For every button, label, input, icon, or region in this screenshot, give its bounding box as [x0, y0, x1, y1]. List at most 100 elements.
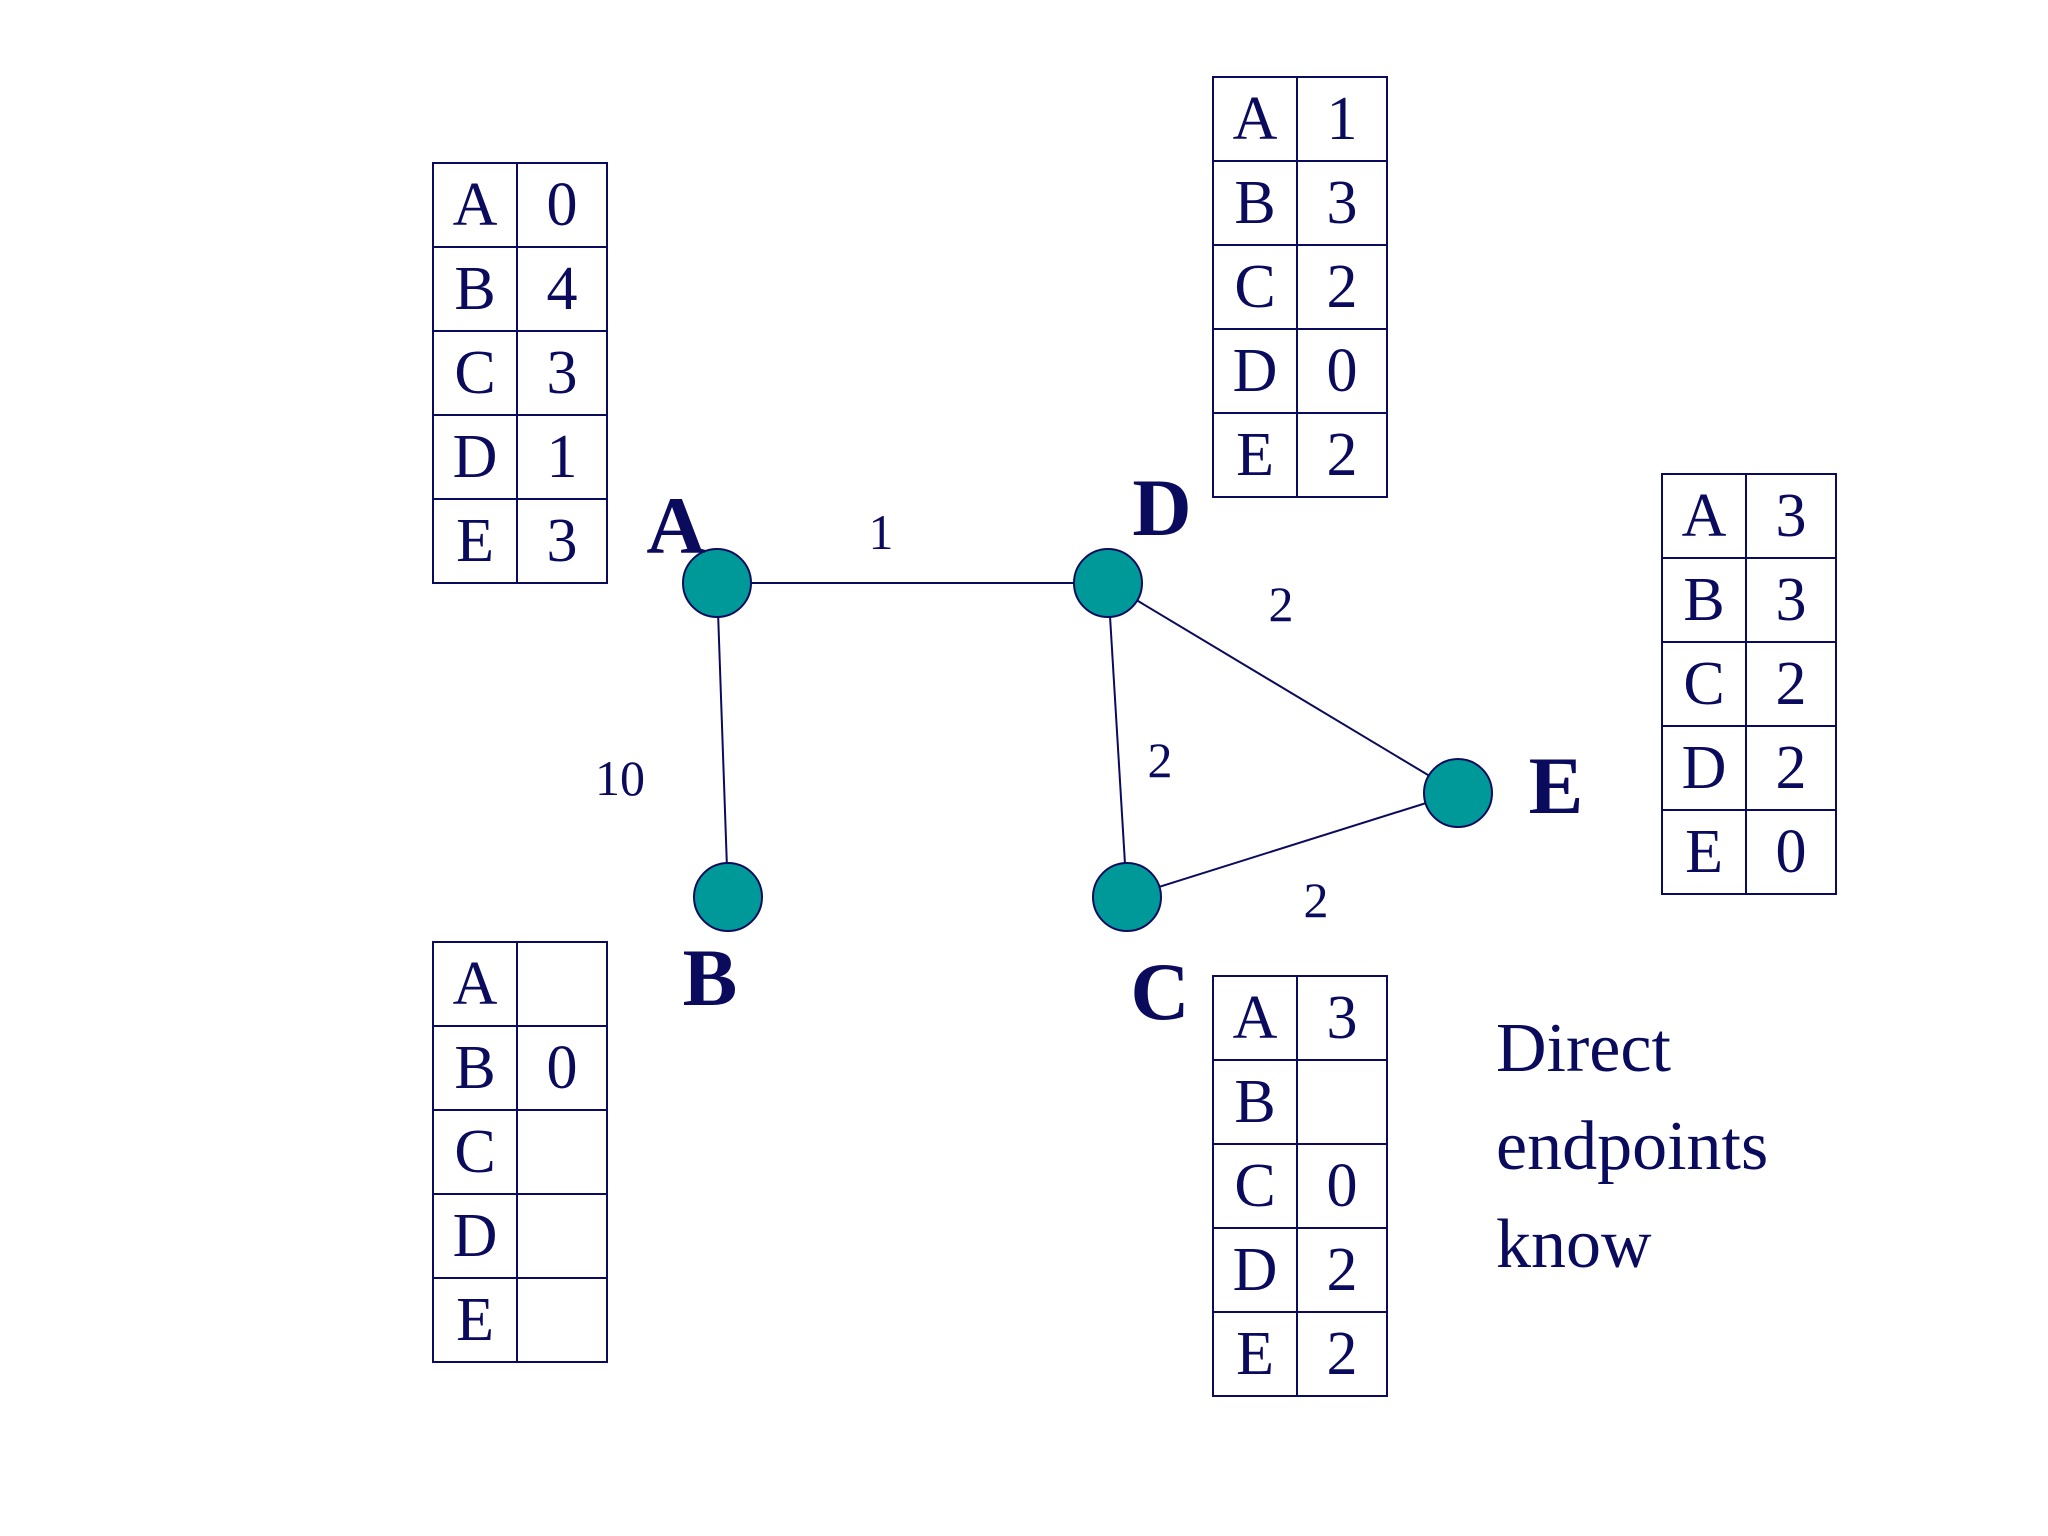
- cost-cell: [516, 1193, 608, 1279]
- destination-cell: C: [1212, 244, 1298, 330]
- cost-cell: 1: [1296, 76, 1388, 162]
- destination-cell: D: [432, 414, 518, 500]
- destination-cell: D: [432, 1193, 518, 1279]
- node-label-d: D: [1132, 462, 1192, 553]
- cost-cell: 1: [516, 414, 608, 500]
- cost-cell: 2: [1745, 641, 1837, 727]
- cost-cell: 3: [516, 330, 608, 416]
- destination-cell: B: [1212, 160, 1298, 246]
- edge-c-e: [1126, 792, 1459, 898]
- cost-cell: 3: [1296, 160, 1388, 246]
- note-line-2: endpoints: [1496, 1108, 1769, 1185]
- destination-cell: E: [1212, 412, 1298, 498]
- table-row: B: [1212, 1059, 1388, 1145]
- edge-a-b: [716, 582, 729, 898]
- cost-cell: 4: [516, 246, 608, 332]
- destination-cell: C: [1661, 641, 1747, 727]
- node-b: [693, 862, 763, 932]
- cost-cell: [1296, 1059, 1388, 1145]
- node-label-b: B: [682, 932, 738, 1023]
- cost-cell: 0: [1296, 328, 1388, 414]
- destination-cell: B: [432, 1025, 518, 1111]
- destination-cell: D: [1661, 725, 1747, 811]
- edge-weight-a-b: 10: [595, 750, 645, 806]
- edge-weight-a-d: 1: [868, 504, 894, 560]
- cost-cell: 3: [1745, 473, 1837, 559]
- edge-d-e: [1107, 582, 1459, 794]
- node-d: [1073, 548, 1143, 618]
- cost-cell: 3: [1296, 975, 1388, 1061]
- cost-cell: 2: [1296, 1311, 1388, 1397]
- note-line-3: know: [1496, 1206, 1652, 1283]
- edge-d-c: [1107, 582, 1128, 898]
- destination-cell: E: [1212, 1311, 1298, 1397]
- cost-cell: 2: [1296, 244, 1388, 330]
- node-c: [1092, 862, 1162, 932]
- cost-cell: [516, 1277, 608, 1363]
- table-row: A: [432, 941, 608, 1027]
- destination-cell: D: [1212, 328, 1298, 414]
- cost-cell: 2: [1296, 412, 1388, 498]
- note-text: Direct endpoints know: [1496, 1000, 1768, 1294]
- cost-cell: [516, 941, 608, 1027]
- cost-cell: 0: [516, 1025, 608, 1111]
- node-e: [1423, 758, 1493, 828]
- destination-cell: A: [432, 162, 518, 248]
- cost-cell: 3: [516, 498, 608, 584]
- destination-cell: C: [432, 1109, 518, 1195]
- cost-cell: 2: [1296, 1227, 1388, 1313]
- cost-cell: 2: [1745, 725, 1837, 811]
- node-label-c: C: [1130, 946, 1190, 1037]
- node-a: [682, 548, 752, 618]
- cost-cell: 0: [1745, 809, 1837, 895]
- destination-cell: A: [432, 941, 518, 1027]
- destination-cell: E: [432, 1277, 518, 1363]
- table-row: E: [432, 1277, 608, 1363]
- node-label-e: E: [1528, 740, 1584, 831]
- destination-cell: A: [1212, 975, 1298, 1061]
- cost-cell: 0: [1296, 1143, 1388, 1229]
- destination-cell: D: [1212, 1227, 1298, 1313]
- edge-weight-c-e: 2: [1303, 872, 1329, 928]
- destination-cell: A: [1212, 76, 1298, 162]
- node-label-a: A: [646, 480, 706, 571]
- destination-cell: C: [432, 330, 518, 416]
- cost-cell: 3: [1745, 557, 1837, 643]
- table-row: D: [432, 1193, 608, 1279]
- destination-cell: A: [1661, 473, 1747, 559]
- destination-cell: B: [1212, 1059, 1298, 1145]
- edge-weight-d-e: 2: [1268, 576, 1294, 632]
- destination-cell: C: [1212, 1143, 1298, 1229]
- destination-cell: B: [432, 246, 518, 332]
- table-row: C: [432, 1109, 608, 1195]
- cost-cell: 0: [516, 162, 608, 248]
- destination-cell: B: [1661, 557, 1747, 643]
- destination-cell: E: [1661, 809, 1747, 895]
- cost-cell: [516, 1109, 608, 1195]
